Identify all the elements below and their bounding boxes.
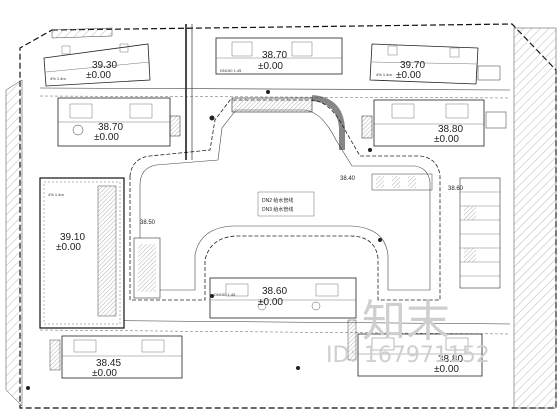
zero-label-b3: ±0.00 — [396, 70, 421, 81]
internal-road — [129, 99, 441, 301]
spot-level-3: 38.50 — [140, 220, 156, 226]
parking-strip-middle — [371, 173, 433, 191]
center-note-line1: DN2 给水管线 — [262, 197, 293, 204]
svg-text:DN150 1.45: DN150 1.45 — [214, 292, 236, 297]
zero-label-b1: ±0.00 — [86, 70, 111, 81]
building-b8 — [49, 335, 183, 379]
center-note-box — [257, 191, 315, 217]
spot-level-1: 38.40 — [340, 176, 356, 182]
elevation-label-b5: 38.80 — [438, 124, 463, 135]
elevation-label-b9: 38.80 — [438, 354, 463, 365]
svg-text:DN150 1.45: DN150 1.45 — [220, 68, 242, 73]
hatched-edge-left — [5, 79, 23, 407]
utility-line-h2 — [39, 95, 511, 99]
watermark-id: ID: 167971152 — [326, 343, 490, 368]
building-b7: DN150 1.45 — [209, 277, 357, 319]
building-b2: DN150 1.45 — [215, 37, 343, 75]
hatched-edge-right — [513, 27, 557, 409]
building-b1: 4% 1.4m — [43, 43, 151, 87]
fire-hydrant-markers — [26, 90, 382, 390]
elevation-label-b3: 39.70 — [400, 60, 425, 71]
utility-line-h1 — [39, 87, 511, 91]
svg-text:4% 1.4m: 4% 1.4m — [376, 72, 392, 77]
pipe-band-curve — [311, 95, 345, 150]
zero-label-b4: ±0.00 — [94, 132, 119, 143]
zero-label-b6: ±0.00 — [56, 242, 81, 253]
small-structure-hatch — [138, 244, 156, 292]
site-boundary — [19, 23, 557, 409]
zero-label-b2: ±0.00 — [258, 61, 283, 72]
building-b5 — [361, 99, 507, 147]
utility-line-h4 — [39, 329, 511, 335]
zero-label-b5: ±0.00 — [434, 134, 459, 145]
elevation-label-b6: 39.10 — [60, 232, 85, 243]
center-note-line2: DN3 给水管线 — [262, 206, 293, 213]
elevation-label-b7: 38.60 — [262, 286, 287, 297]
elevation-label-b2: 38.70 — [262, 50, 287, 61]
pipe-band-top — [231, 97, 313, 113]
svg-text:4% 1.4m: 4% 1.4m — [48, 192, 64, 197]
building-b3: 4% 1.4m — [369, 43, 501, 85]
elevation-label-b8: 38.45 — [96, 358, 121, 369]
building-b9 — [347, 319, 483, 377]
elevation-label-b4: 38.70 — [98, 122, 123, 133]
internal-road-inner — [139, 109, 431, 291]
svg-text:4% 1.4m: 4% 1.4m — [50, 76, 66, 81]
spot-level-2: 38.60 — [448, 186, 464, 192]
parking-strip-right — [459, 177, 501, 289]
zero-label-b9: ±0.00 — [434, 364, 459, 375]
zero-label-b7: ±0.00 — [258, 297, 283, 308]
elevation-label-b1: 39.30 — [92, 60, 117, 71]
hatched-edge-topleft — [51, 27, 113, 39]
building-b6: 4% 1.4m — [39, 177, 125, 329]
building-b4 — [57, 97, 181, 147]
zero-label-b8: ±0.00 — [92, 368, 117, 379]
watermark-logo: 知末 — [362, 296, 450, 347]
